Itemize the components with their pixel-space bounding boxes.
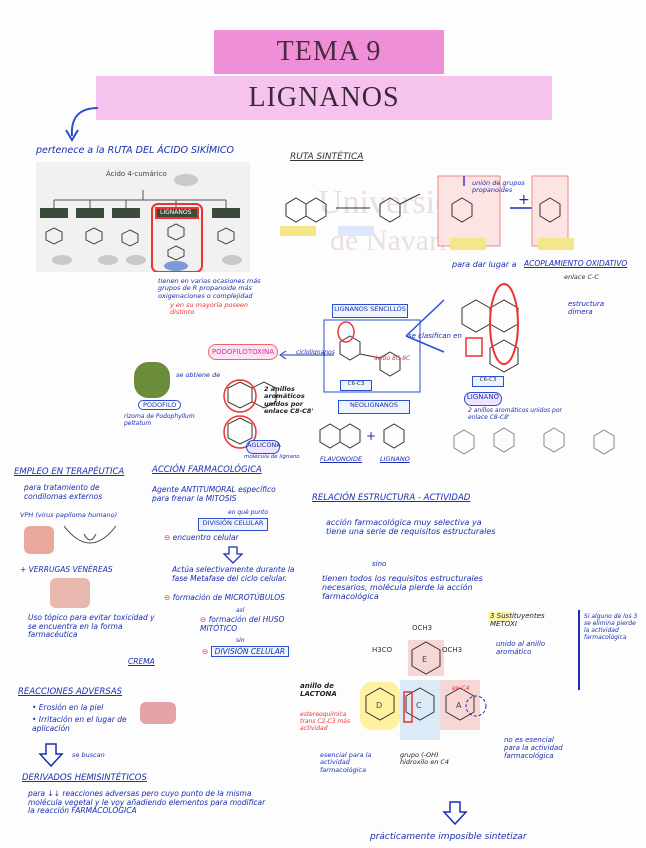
spindle-text: formación del HUSO MITÓTICO [200, 615, 284, 633]
sin-label: sin [236, 638, 245, 645]
svg-text:C: C [416, 701, 422, 710]
selective-action: Actúa selectivamente durante la fase Met… [172, 566, 302, 583]
flavonoid-label: FLAVONOIDE [320, 456, 362, 463]
warts-label: + VERRUGAS VENÉREAS [20, 566, 113, 575]
sar-text-1: acción farmacológica muy selectiva ya ti… [326, 518, 496, 536]
division-2: ⊖ DIVISIÓN CELULAR [202, 648, 289, 657]
stereo-note: estereoquímica trans C2-C3 más actividad [300, 712, 360, 733]
obtained-from: se obtiene de [176, 372, 220, 379]
cream-label: CREMA [128, 658, 155, 667]
sought-label: se buscan [72, 752, 105, 759]
attached-note: unido al anillo aromático [496, 640, 566, 656]
lignano-pill: LIGNANO [464, 392, 502, 406]
subject-title-box: LIGNANOS [96, 76, 552, 120]
two-rings-note: 2 anillos aromáticos unidos por enlace C… [264, 386, 328, 416]
och3-top: OCH3 [412, 624, 432, 632]
pathway-diagram: Ácido 4-cumárico LIGNANOS [36, 162, 250, 272]
h3co-label: H3CO [372, 646, 392, 654]
asi-label: así [236, 608, 244, 615]
action-agent: Agente ANTITUMORAL específico para frena… [152, 486, 292, 503]
additional-structures [444, 420, 634, 460]
topic-title: TEMA 9 [277, 36, 382, 68]
cell-encounter-text: encuentro celular [173, 533, 239, 542]
therapy-text: para tratamiento de condilomas externos [24, 484, 134, 501]
microtubules: ⊖ formación de MICROTÚBULOS [164, 594, 285, 603]
hydroxyl-note: grupo (-OH) hidroxilo en C4 [400, 752, 460, 767]
lignan-label: LIGNANO [380, 456, 410, 463]
pathway-heading: pertenece a la RUTA DEL ÁCIDO SIKÍMICO [36, 146, 234, 157]
cc-bond-label: enlace C-C [564, 274, 599, 281]
derivatives-heading: DERIVADOS HEMISINTÉTICOS [22, 774, 147, 784]
action-point: en qué punto [228, 510, 268, 517]
adverse-heading: REACCIONES ADVERSAS [18, 688, 122, 698]
pathway-note-2: y en su mayoría poseen distinto [170, 302, 260, 317]
warts-image [50, 578, 90, 608]
action-heading: ACCIÓN FARMACOLÓGICA [152, 466, 262, 476]
derivatives-text: para ↓↓ reacciones adversas pero cuyo pu… [28, 790, 268, 816]
podophyllotoxin-skeleton [446, 280, 566, 400]
anatomy-sketch [60, 520, 120, 560]
down-arrow-icon [222, 546, 244, 564]
pathway-note: tienen en varias ocasiones más grupos de… [158, 278, 268, 300]
bold-line-note: en C4 [452, 686, 492, 693]
cell-encounter: ⊖ encuentro celular [164, 534, 239, 543]
neolignan-structure: + [310, 414, 430, 460]
division-2-box: DIVISIÓN CELULAR [211, 646, 289, 657]
svg-text:E: E [422, 655, 427, 664]
rhizome-note: rizoma de Podophyllum peltatum [124, 414, 204, 428]
curved-arrow-icon [60, 96, 110, 146]
svg-text:D: D [376, 701, 382, 710]
union-note: unión de grupos propanoides [472, 180, 528, 195]
side-note: Si alguno de los 3 se elimina pierde la … [584, 614, 642, 642]
sar-structure: D C A E [350, 636, 490, 756]
condyloma-image [24, 526, 54, 554]
svg-text:+: + [366, 429, 376, 443]
conclusion-text: prácticamente imposible sintetizar [370, 832, 527, 842]
vph-label: VPH (virus papiloma humano) [20, 512, 117, 519]
spindle: ⊖ formación del HUSO MITÓTICO [200, 616, 300, 633]
down-arrow-icon [440, 800, 470, 826]
cell-division-box: DIVISIÓN CELULAR [198, 518, 268, 531]
lactone-label: anillo de LACTONA [300, 682, 346, 698]
bracket-line [578, 610, 580, 690]
och3-right: OCH3 [442, 646, 462, 654]
synthesis-diagram: + [270, 168, 630, 268]
microtubules-text: formación de MICROTÚBULOS [173, 593, 285, 602]
subject-title: LIGNANOS [248, 82, 399, 114]
svg-text:A: A [456, 701, 462, 710]
down-arrow-icon [36, 742, 66, 768]
sar-sino: sino [372, 560, 386, 568]
use-text: Uso tópico para evitar toxicidad y se en… [28, 614, 158, 640]
acid-note: ácido 8C-8C [374, 356, 434, 363]
para-dar-lugar: para dar lugar a [452, 260, 517, 269]
lignanos-box-label: LIGNANOS [160, 209, 191, 216]
plant-image [134, 362, 170, 398]
sar-heading: RELACIÓN ESTRUCTURA - ACTIVIDAD [312, 494, 470, 504]
c6c3-box: C6-C3 [472, 376, 504, 387]
non-essential-note: no es esencial para la actividad farmaco… [504, 736, 564, 760]
synthetic-route-title: RUTA SINTÉTICA [290, 152, 363, 162]
sar-text-2: tienen todos los requisitos estructurale… [322, 574, 502, 602]
podofilo-label: PODOFILO [138, 400, 181, 410]
aglicona-note: molécula de lignano [244, 454, 300, 460]
irritation-image [140, 702, 176, 724]
c6c3-box-left: C6-C3 [340, 380, 372, 391]
adverse-2: • Irritación en el lugar de aplicación [32, 716, 142, 733]
adverse-1: • Erosión en la piel [32, 704, 103, 713]
neolignans-box: NEOLIGNANOS [338, 400, 410, 414]
oxidative-coupling: ACOPLAMIENTO OXIDATIVO [524, 260, 627, 269]
dimer-structure-label: estructura dímera [568, 300, 628, 316]
therapy-heading: EMPLEO EN TERAPÉUTICA [14, 468, 124, 478]
methoxy-note: 3 Sustituyentes METOXI [490, 612, 560, 628]
aglicona-pill: AGLICONA [246, 440, 280, 454]
essential-note: esencial para la actividad farmacológica [320, 752, 372, 774]
topic-title-box: TEMA 9 [214, 30, 444, 74]
